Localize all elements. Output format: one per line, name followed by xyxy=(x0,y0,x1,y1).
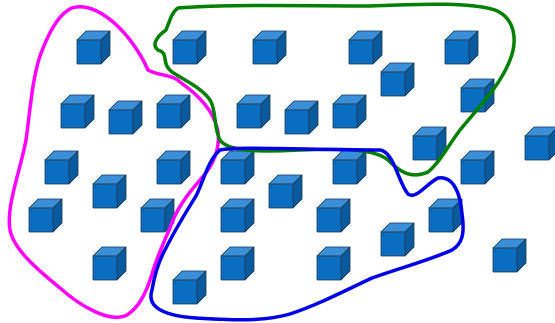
cube-icon xyxy=(172,30,207,65)
cube-icon xyxy=(332,94,367,129)
cube-icon xyxy=(316,246,351,281)
cube-icon xyxy=(28,198,63,233)
cube-icon xyxy=(220,198,255,233)
cube-icon xyxy=(380,62,415,97)
cube-icon xyxy=(316,198,351,233)
cube-layer xyxy=(28,30,555,305)
cube-icon xyxy=(380,222,415,257)
cube-icon xyxy=(492,238,527,273)
cube-icon xyxy=(92,174,127,209)
cube-icon xyxy=(444,30,479,65)
cube-icon xyxy=(428,198,463,233)
cube-icon xyxy=(268,174,303,209)
blue-group-outline xyxy=(149,146,465,322)
cube-icon xyxy=(44,150,79,185)
cube-icon xyxy=(220,150,255,185)
cube-icon xyxy=(252,30,287,65)
cube-icon xyxy=(172,270,207,305)
cube-icon xyxy=(348,30,383,65)
cube-icon xyxy=(156,150,191,185)
outline-layer xyxy=(7,2,516,322)
cube-icon xyxy=(236,94,271,129)
cube-icon xyxy=(156,94,191,129)
cube-icon xyxy=(332,150,367,185)
cube-icon xyxy=(460,150,495,185)
cube-icon xyxy=(60,94,95,129)
cube-icon xyxy=(220,246,255,281)
green-group-outline xyxy=(153,2,516,177)
magenta-group-outline xyxy=(7,4,221,319)
cube-icon xyxy=(108,100,143,135)
cube-icon xyxy=(284,100,319,135)
cube-icon xyxy=(76,30,111,65)
cube-icon xyxy=(92,246,127,281)
cube-icon xyxy=(524,126,555,161)
